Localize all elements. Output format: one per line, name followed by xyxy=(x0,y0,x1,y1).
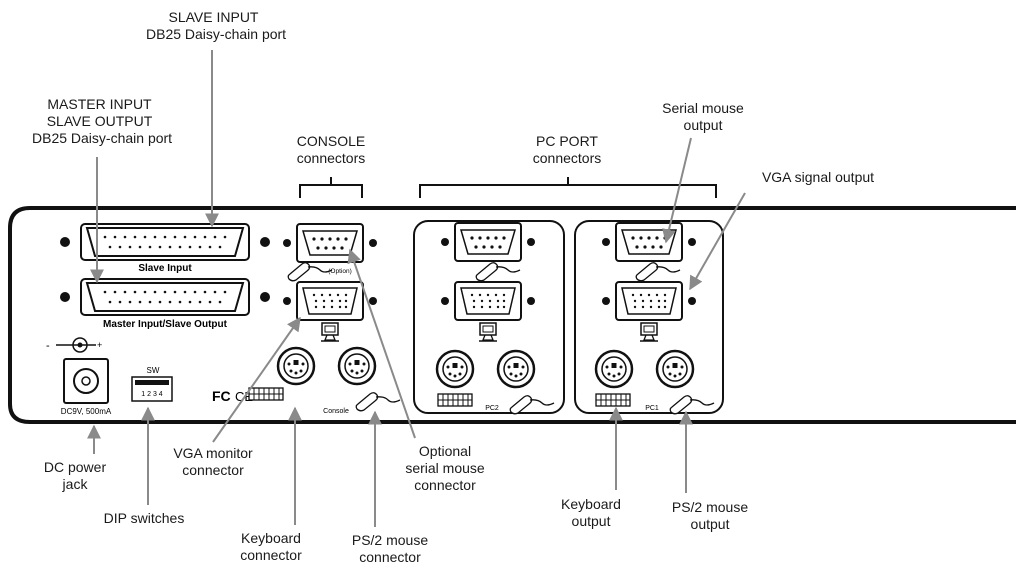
svg-text:-: - xyxy=(46,340,50,352)
pc2-keyboard-ps2-port xyxy=(435,349,475,389)
slave-input-label: Slave Input xyxy=(138,263,192,274)
pc-port-bracket xyxy=(419,177,717,198)
pc1-port-group xyxy=(574,220,724,414)
option-label: (Option) xyxy=(328,268,351,275)
fcc-mark: FC xyxy=(212,388,231,404)
svg-text:+: + xyxy=(97,340,102,350)
dc-polarity-symbol: - + xyxy=(46,337,102,353)
pc2-serial-mouse-port xyxy=(440,222,536,262)
pc2-label: PC2 xyxy=(485,405,499,412)
master-input-label: Master Input/Slave Output xyxy=(103,319,228,330)
pc2-keyboard-icon xyxy=(437,393,473,407)
pc2-port-group xyxy=(413,220,565,414)
pc1-keyboard-icon xyxy=(595,393,631,407)
arrow-vga-signal-output xyxy=(689,192,746,291)
sw-label: SW xyxy=(147,366,160,375)
arrow-vga-monitor xyxy=(212,316,301,443)
pc1-serial-mouse-port xyxy=(601,222,697,262)
pc2-mouse-ps2-port xyxy=(496,349,536,389)
dc-power-jack xyxy=(63,358,109,404)
arrow-optional-serial-mouse xyxy=(347,248,416,439)
callout-dip-switches: DIP switches xyxy=(103,510,185,526)
console-label: Console xyxy=(323,408,349,415)
pc2-vga-port xyxy=(440,281,536,321)
console-bracket xyxy=(299,177,363,198)
pc1-mouse-ps2-port xyxy=(655,349,695,389)
callout-vga-signal-output: VGA signal output xyxy=(761,169,875,185)
pc1-label: PC1 xyxy=(645,405,659,412)
dip-switch-block xyxy=(131,376,173,402)
dip-switch-numbers: 1 2 3 4 xyxy=(141,391,163,398)
arrow-serial-mouse-output xyxy=(662,137,692,244)
console-keyboard-icon xyxy=(248,387,284,401)
console-mouse-ps2-port xyxy=(337,346,377,386)
pc1-vga-port xyxy=(601,281,697,321)
power-rating-label: DC9V, 500mA xyxy=(61,407,112,416)
console-keyboard-ps2-port xyxy=(276,346,316,386)
console-serial-mouse-port xyxy=(282,223,378,263)
pc1-keyboard-ps2-port xyxy=(594,349,634,389)
